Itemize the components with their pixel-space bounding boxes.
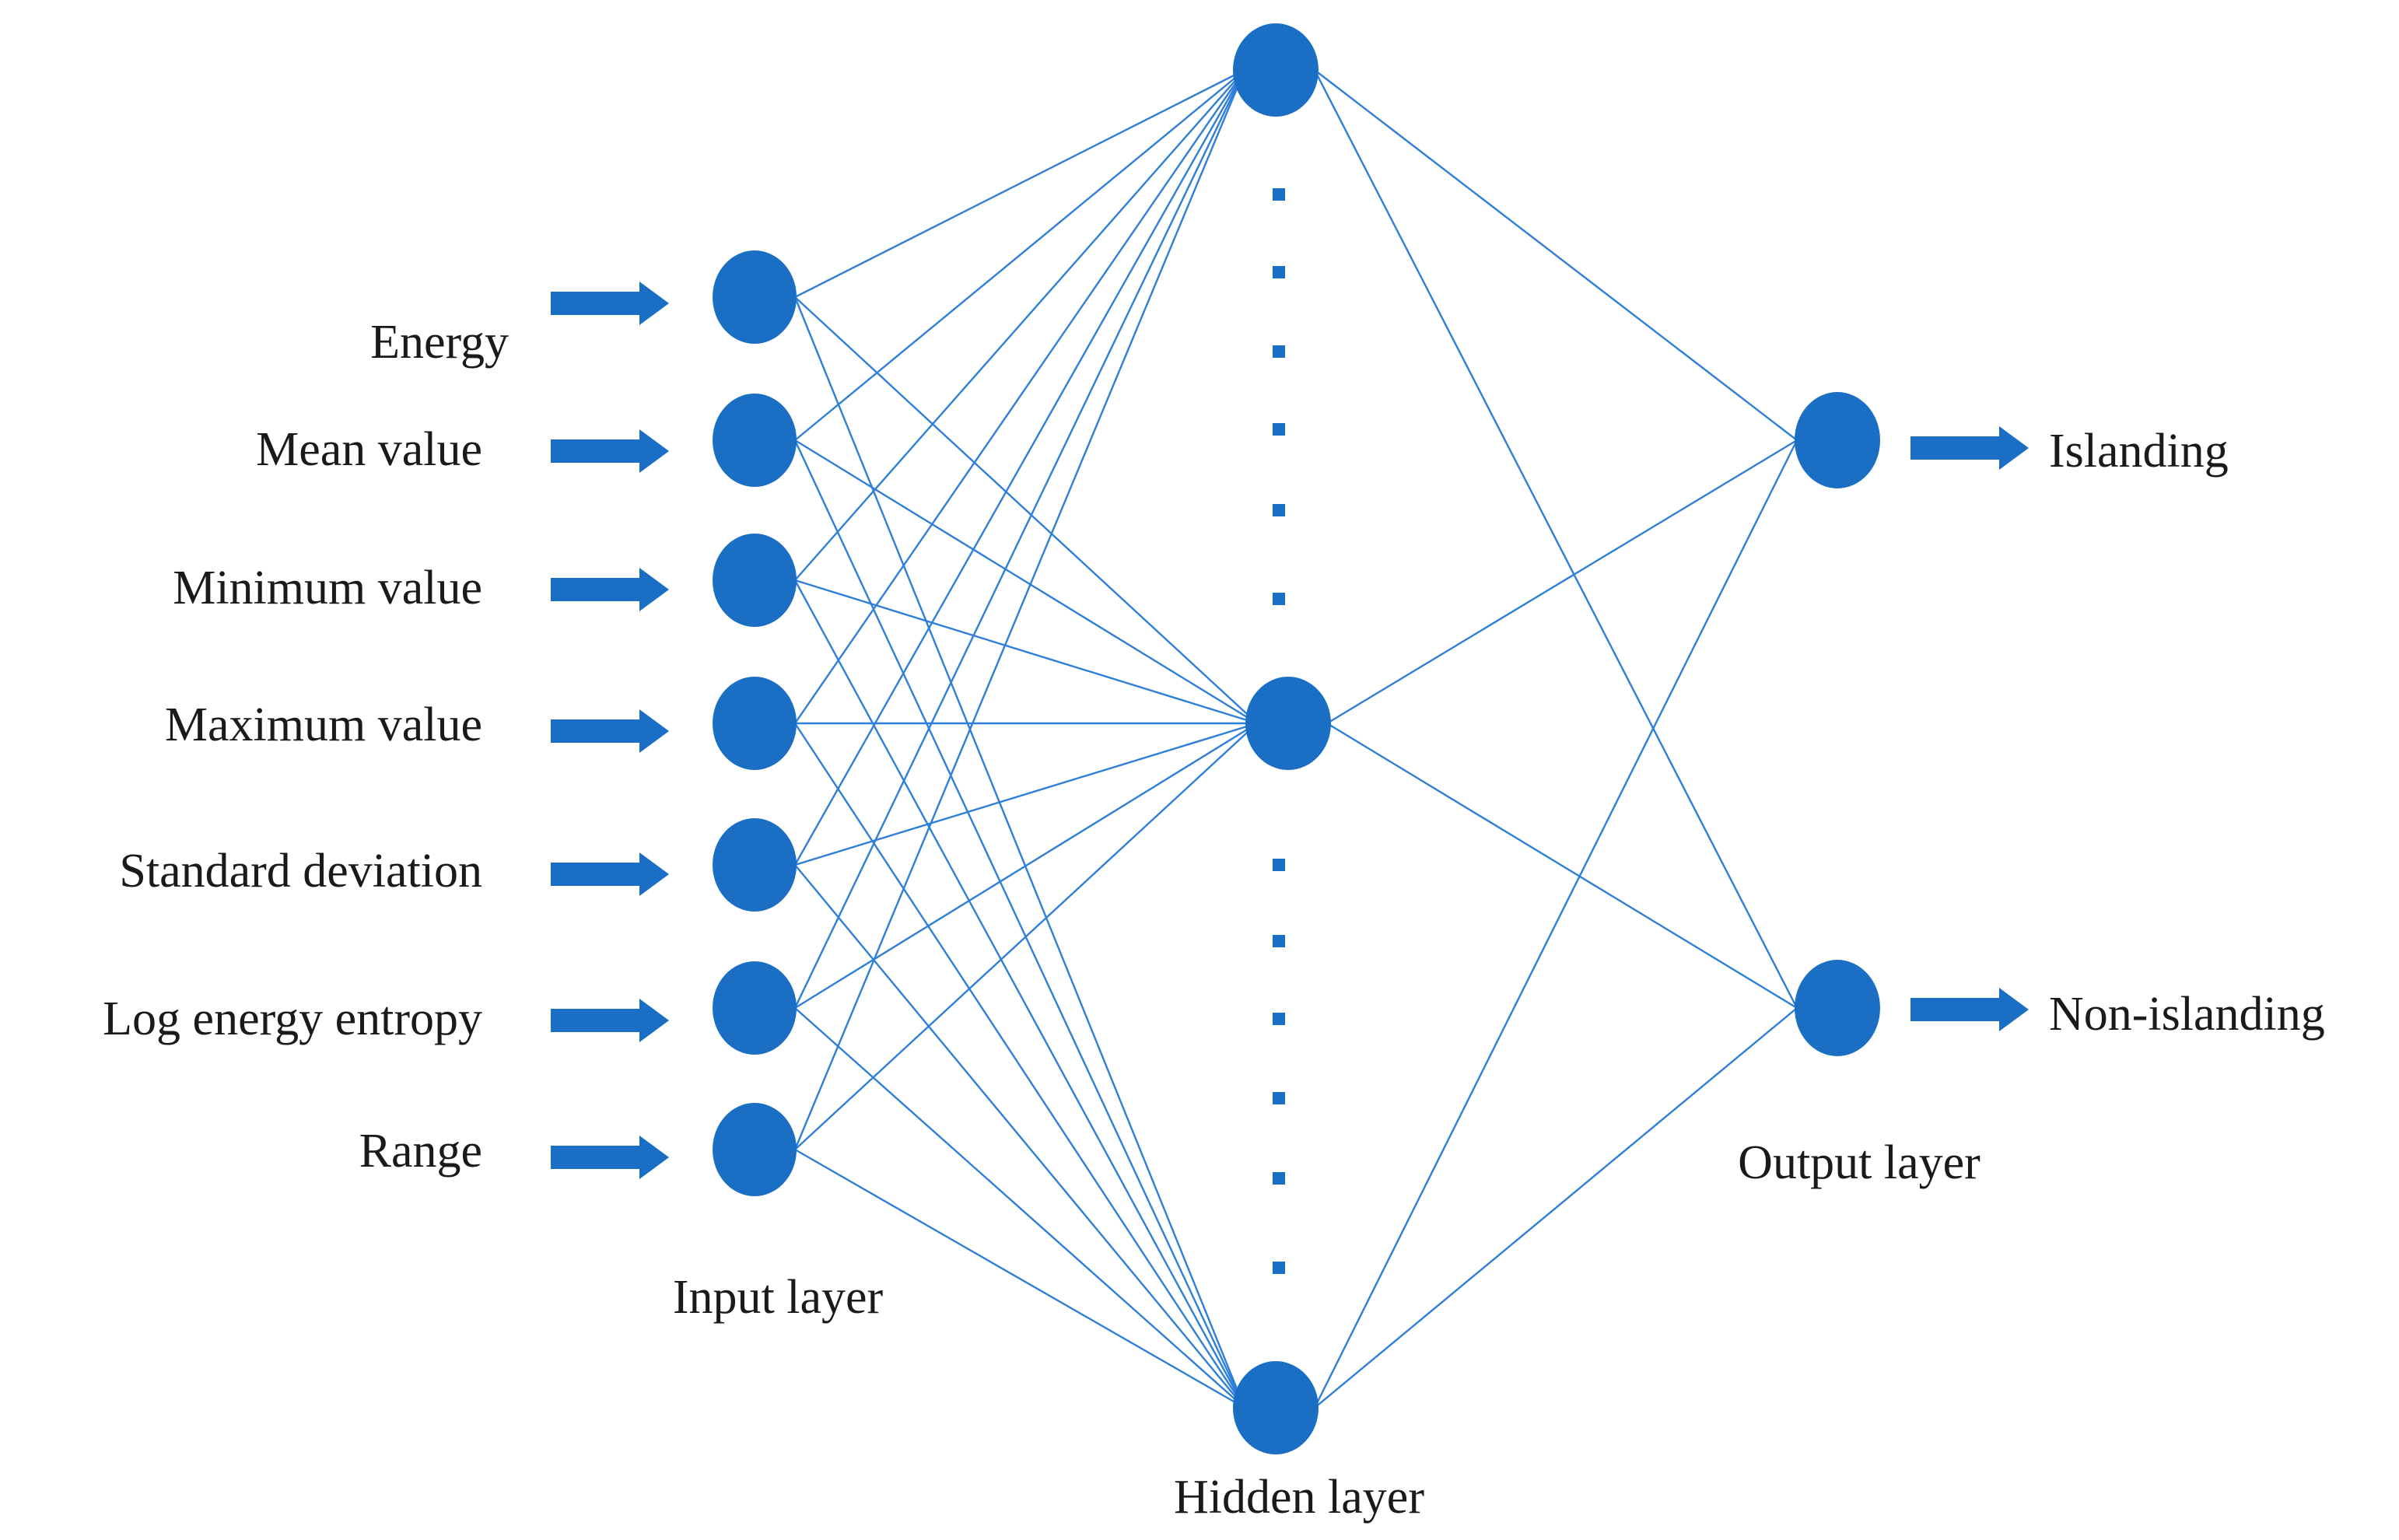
connection-line xyxy=(794,69,1245,724)
connection-line xyxy=(794,864,1245,1409)
input-arrow xyxy=(551,709,669,753)
connection-line xyxy=(793,69,1246,1150)
connection-line xyxy=(1314,1007,1798,1409)
hidden-layer-label: Hidden layer xyxy=(1174,1471,1424,1524)
input-neuron xyxy=(713,1103,797,1196)
ellipsis-dot xyxy=(1273,935,1285,947)
connection-line xyxy=(794,722,1258,866)
ellipsis-dot xyxy=(1273,188,1285,201)
output-layer-label: Output layer xyxy=(1738,1136,1980,1189)
ellipsis-dot xyxy=(1273,1092,1285,1104)
connection-line xyxy=(1326,439,1798,725)
input-feature-label: Range xyxy=(359,1125,482,1178)
connection-line xyxy=(794,723,1258,1150)
connection-line xyxy=(1313,69,1798,1009)
hidden-neuron xyxy=(1233,1361,1319,1454)
connection-line xyxy=(794,579,1258,725)
hidden-neuron xyxy=(1233,23,1319,117)
connection-line xyxy=(794,439,1258,725)
ellipsis-dot xyxy=(1273,423,1285,436)
connection-line xyxy=(793,723,1246,1409)
connection-line xyxy=(1326,722,1798,1010)
input-arrow xyxy=(551,852,669,896)
output-neuron xyxy=(1795,392,1880,488)
connection-line xyxy=(794,69,1245,581)
input-arrow xyxy=(551,999,669,1042)
connection-line xyxy=(1313,439,1798,1409)
ellipsis-dot xyxy=(1273,266,1285,278)
hidden-neuron xyxy=(1245,677,1331,770)
input-layer-label: Input layer xyxy=(673,1271,884,1324)
input-feature-label: Standard deviation xyxy=(119,845,482,898)
input-arrow xyxy=(551,568,669,611)
connection-line xyxy=(793,296,1246,1409)
connection-line xyxy=(794,68,1245,299)
output-neuron xyxy=(1795,960,1880,1056)
input-feature-label: Log energy entropy xyxy=(103,992,482,1045)
input-arrow xyxy=(551,429,669,473)
input-feature-label: Minimum value xyxy=(173,562,482,614)
connection-line xyxy=(794,1148,1245,1409)
input-neuron xyxy=(713,250,797,344)
ellipsis-dot xyxy=(1273,1172,1285,1185)
input-neuron xyxy=(713,394,797,487)
connection-line xyxy=(794,69,1245,441)
ellipsis-dot xyxy=(1273,593,1285,605)
input-arrow xyxy=(551,282,669,325)
ellipsis-dot xyxy=(1273,859,1285,871)
connection-line xyxy=(794,296,1258,724)
input-feature-label: Mean value xyxy=(256,423,482,476)
input-neuron xyxy=(713,534,797,627)
input-feature-label: Energy xyxy=(370,316,509,369)
connection-line xyxy=(1314,69,1798,441)
connection-line xyxy=(794,1007,1245,1409)
output-arrow xyxy=(1910,988,2029,1031)
connection-lines xyxy=(793,68,1798,1409)
connection-line xyxy=(793,69,1246,1009)
hidden-ellipsis-dots xyxy=(1273,188,1285,1274)
connection-line xyxy=(793,69,1246,866)
connection-line xyxy=(794,722,1258,1010)
output-class-label: Islanding xyxy=(2049,425,2229,478)
ellipsis-dot xyxy=(1273,504,1285,516)
ellipsis-dot xyxy=(1273,1262,1285,1274)
output-arrow xyxy=(1910,426,2029,470)
input-neuron xyxy=(713,818,797,912)
ellipsis-dot xyxy=(1273,345,1285,358)
neurons xyxy=(713,23,1880,1454)
input-feature-label: Maximum value xyxy=(165,698,482,751)
input-arrow xyxy=(551,1136,669,1179)
arrows xyxy=(551,282,2029,1179)
connection-line xyxy=(793,439,1246,1409)
connection-line xyxy=(793,579,1246,1409)
input-neuron xyxy=(713,961,797,1055)
ellipsis-dot xyxy=(1273,1013,1285,1025)
input-neuron xyxy=(713,677,797,770)
output-class-label: Non-islanding xyxy=(2049,988,2325,1041)
labels: Input layer Hidden layer Output layer En… xyxy=(103,316,2325,1524)
